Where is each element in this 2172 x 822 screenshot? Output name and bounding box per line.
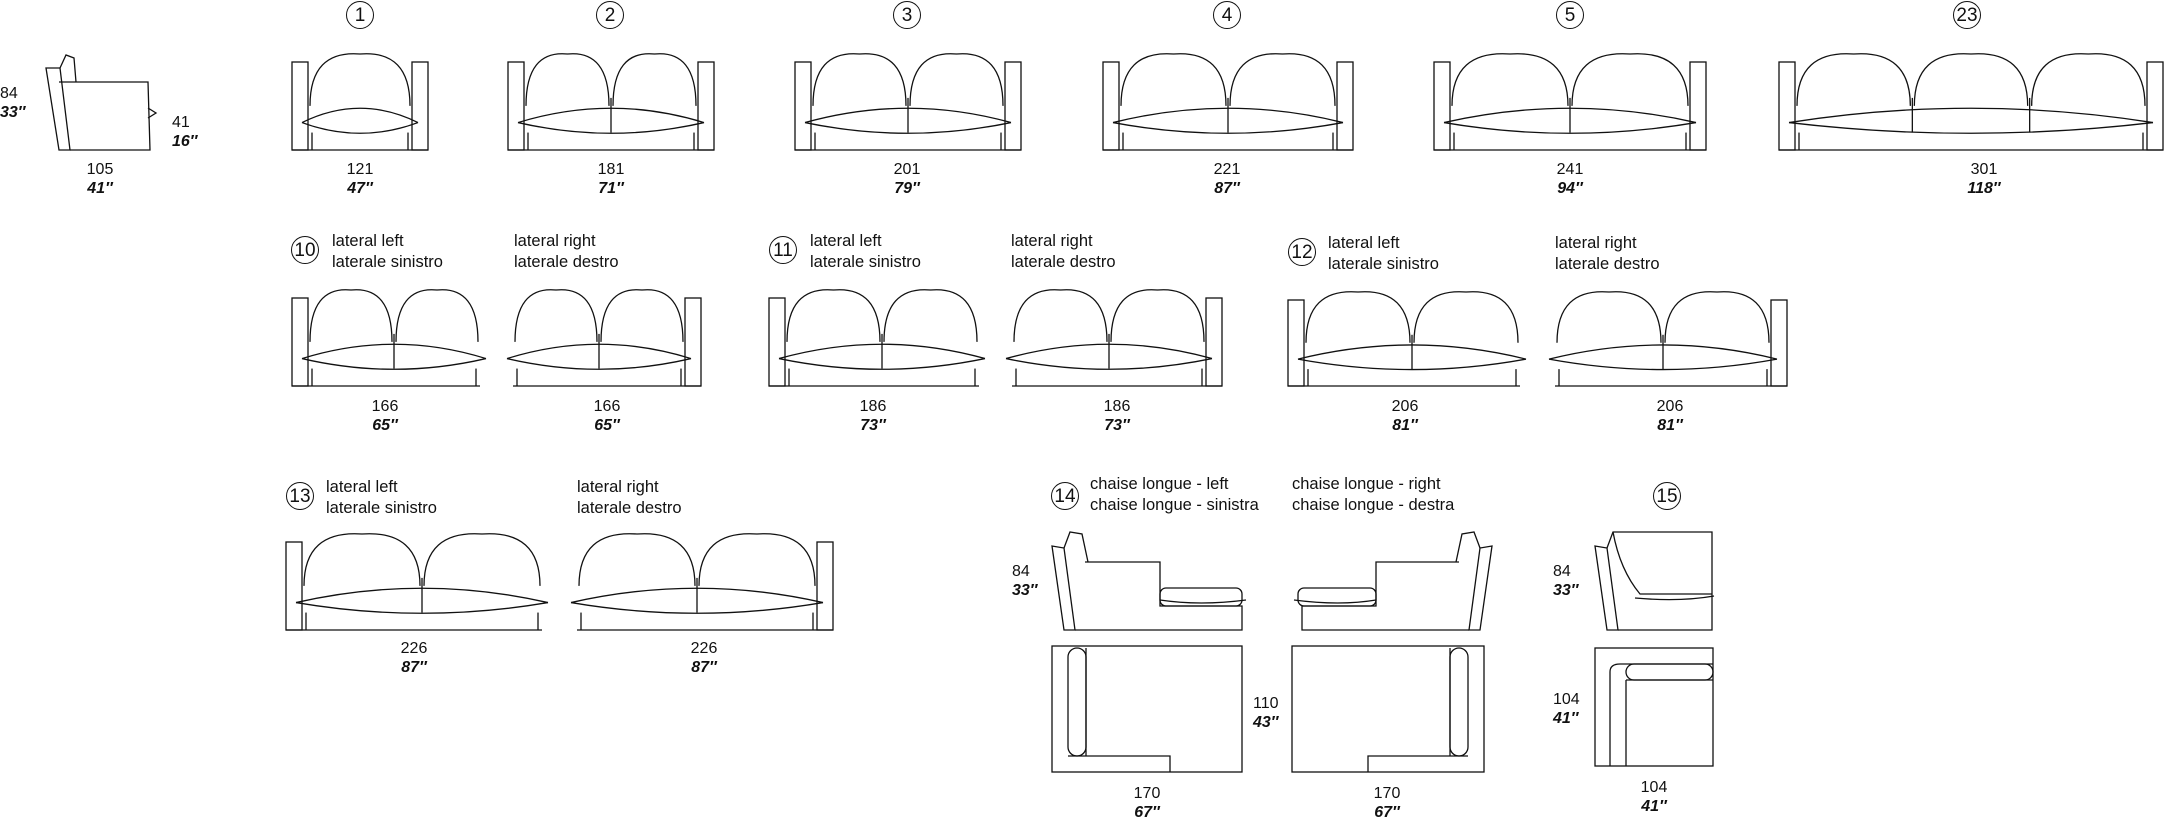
model-number-badge: 1 (346, 1, 374, 29)
model-number-badge: 10 (291, 236, 319, 264)
model-number-badge: 3 (893, 1, 921, 29)
sofa-front-drawing (1287, 291, 1527, 387)
sofa-front-drawing (1778, 53, 2164, 151)
sofa-front-drawing (285, 533, 549, 631)
model-number-badge: 4 (1213, 1, 1241, 29)
side-depth: 105 41″ (86, 161, 114, 197)
side-seat-height: 41 16″ (172, 114, 198, 150)
sofa-front-drawing (291, 289, 487, 387)
model-number-badge: 13 (286, 482, 314, 510)
model-number-badge: 11 (769, 236, 797, 264)
model-number-badge: 15 (1653, 482, 1681, 510)
side-height: 84 33″ (0, 85, 26, 121)
model-number-badge: 2 (596, 1, 624, 29)
sofa-front-drawing (506, 289, 702, 387)
sofa-front-drawing (507, 53, 715, 151)
sofa-front-drawing (1102, 53, 1354, 151)
sofa-front-drawing (570, 533, 834, 631)
sofa-front-drawing (1548, 291, 1788, 387)
sofa-front-drawing (1433, 53, 1707, 151)
sofa-front-drawing (1005, 289, 1223, 387)
corner-drawing (1594, 531, 1715, 767)
model-number-badge: 23 (1953, 1, 1981, 29)
chaise-left-drawing (1051, 531, 1247, 773)
side-profile-drawing (45, 54, 158, 151)
model-number-badge: 5 (1556, 1, 1584, 29)
model-number-badge: 14 (1051, 482, 1079, 510)
sofa-front-drawing (768, 289, 986, 387)
chaise-right-drawing (1291, 531, 1493, 773)
sofa-front-drawing (794, 53, 1022, 151)
sofa-front-drawing (291, 53, 429, 151)
model-number-badge: 12 (1288, 238, 1316, 266)
